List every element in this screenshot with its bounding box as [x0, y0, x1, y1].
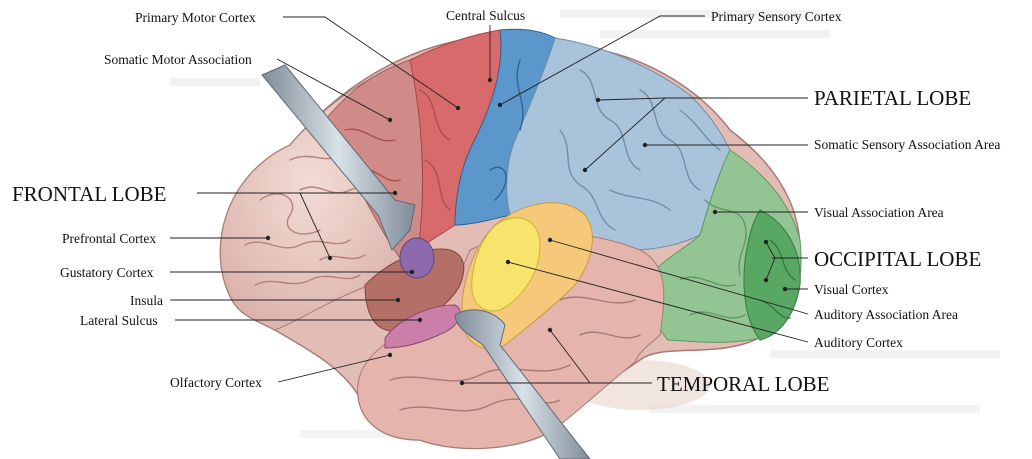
- label-frontal-lobe: FRONTAL LOBE: [12, 182, 166, 206]
- label-olfactory-cortex: Olfactory Cortex: [170, 375, 262, 390]
- label-somatic-motor-association: Somatic Motor Association: [104, 52, 252, 67]
- label-visual-cortex: Visual Cortex: [814, 282, 889, 297]
- label-primary-sensory-cortex: Primary Sensory Cortex: [711, 9, 842, 24]
- label-parietal-lobe: PARIETAL LOBE: [814, 86, 971, 110]
- label-central-sulcus: Central Sulcus: [446, 8, 525, 23]
- label-lateral-sulcus: Lateral Sulcus: [80, 313, 158, 328]
- label-gustatory-cortex: Gustatory Cortex: [60, 265, 154, 280]
- label-prefrontal-cortex: Prefrontal Cortex: [62, 231, 156, 246]
- label-auditory-association-area: Auditory Association Area: [814, 307, 958, 322]
- label-primary-motor-cortex: Primary Motor Cortex: [135, 10, 256, 25]
- label-somatic-sensory-association-area: Somatic Sensory Association Area: [814, 137, 1000, 152]
- label-auditory-cortex: Auditory Cortex: [814, 335, 903, 350]
- label-temporal-lobe: TEMPORAL LOBE: [657, 372, 829, 396]
- label-visual-association-area: Visual Association Area: [814, 205, 944, 220]
- label-occipital-lobe: OCCIPITAL LOBE: [814, 247, 981, 271]
- label-insula: Insula: [130, 293, 163, 308]
